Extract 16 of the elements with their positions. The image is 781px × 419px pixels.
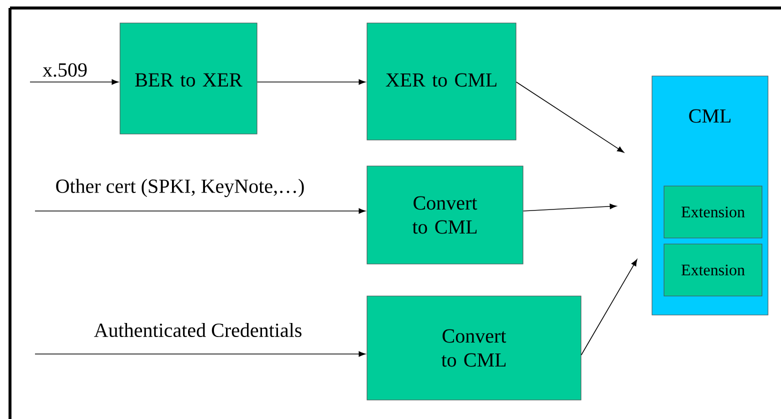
arrow <box>522 204 617 212</box>
extension-box: Extension <box>664 244 762 296</box>
edge-label: x.509 <box>41 62 89 78</box>
arrow <box>580 259 638 356</box>
process-box: Convert to CML <box>366 166 524 264</box>
arrow <box>516 82 624 153</box>
process-box: Convert to CML <box>366 296 582 400</box>
arrow <box>256 79 366 85</box>
edge-label: Other cert (SPKI, KeyNote,…) <box>54 178 306 198</box>
arrow <box>34 351 366 357</box>
extension-box: Extension <box>664 186 762 238</box>
process-box: BER to XER <box>120 22 258 134</box>
arrow <box>30 79 118 85</box>
arrow <box>34 208 366 214</box>
edge-label: Authenticated Credentials <box>92 322 304 338</box>
process-box: XER to CML <box>366 22 516 140</box>
